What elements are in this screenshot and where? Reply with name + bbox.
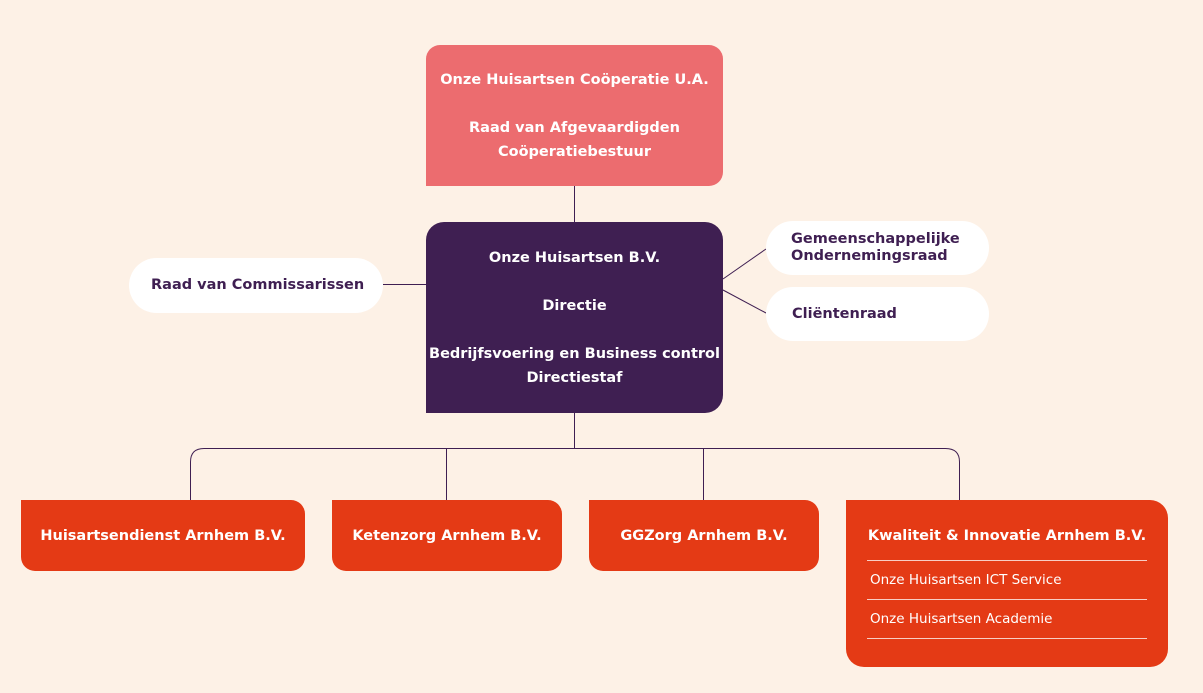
gor-line2: Ondernemingsraad bbox=[791, 248, 948, 264]
subsidiary-huisartsendienst: Huisartsendienst Arnhem B.V. bbox=[21, 500, 305, 571]
cooperatiebestuur: Coöperatiebestuur bbox=[497, 143, 652, 160]
subsidiary-name: Kwaliteit & Innovatie Arnhem B.V. bbox=[867, 528, 1147, 544]
cooperatie-box: Onze Huisartsen Coöperatie U.A. Raad van… bbox=[426, 45, 723, 186]
raad-van-commissarissen-label: Raad van Commissarissen bbox=[151, 277, 365, 293]
raad-van-commissarissen-pill: Raad van Commissarissen bbox=[129, 258, 383, 313]
subsidiary-name: GGZorg Arnhem B.V. bbox=[620, 527, 788, 544]
clientenraad-label: Cliëntenraad bbox=[792, 305, 897, 322]
directie: Directie bbox=[542, 297, 607, 314]
bv-box: Onze Huisartsen B.V. Directie Bedrijfsvo… bbox=[426, 222, 723, 413]
bedrijfsvoering: Bedrijfsvoering en Business control bbox=[429, 345, 720, 362]
subsidiary-kwaliteit-innovatie: Kwaliteit & Innovatie Arnhem B.V. Onze H… bbox=[846, 500, 1168, 667]
bv-name: Onze Huisartsen B.V. bbox=[488, 249, 661, 266]
line-bv-to-gor bbox=[722, 248, 767, 280]
unit-academie: Onze Huisartsen Academie bbox=[867, 599, 1147, 639]
line-bus bbox=[190, 448, 960, 500]
gor-line1: Gemeenschappelijke bbox=[791, 231, 960, 247]
subsidiary-name: Ketenzorg Arnhem B.V. bbox=[352, 527, 542, 544]
subsidiary-ggzorg: GGZorg Arnhem B.V. bbox=[589, 500, 819, 571]
directiestaf: Directiestaf bbox=[526, 369, 623, 386]
gemeenschappelijke-or-pill: Gemeenschappelijke Ondernemingsraad bbox=[766, 221, 989, 275]
cooperatie-name: Onze Huisartsen Coöperatie U.A. bbox=[440, 71, 709, 88]
unit-list: Onze Huisartsen ICT Service Onze Huisart… bbox=[867, 560, 1147, 639]
raad-van-afgevaardigden: Raad van Afgevaardigden bbox=[469, 119, 680, 136]
line-bv-to-cr bbox=[722, 289, 767, 314]
clientenraad-pill: Cliëntenraad bbox=[766, 287, 989, 341]
unit-ict-service: Onze Huisartsen ICT Service bbox=[867, 560, 1147, 599]
subsidiary-ketenzorg: Ketenzorg Arnhem B.V. bbox=[332, 500, 562, 571]
subsidiary-name: Huisartsendienst Arnhem B.V. bbox=[40, 527, 286, 544]
